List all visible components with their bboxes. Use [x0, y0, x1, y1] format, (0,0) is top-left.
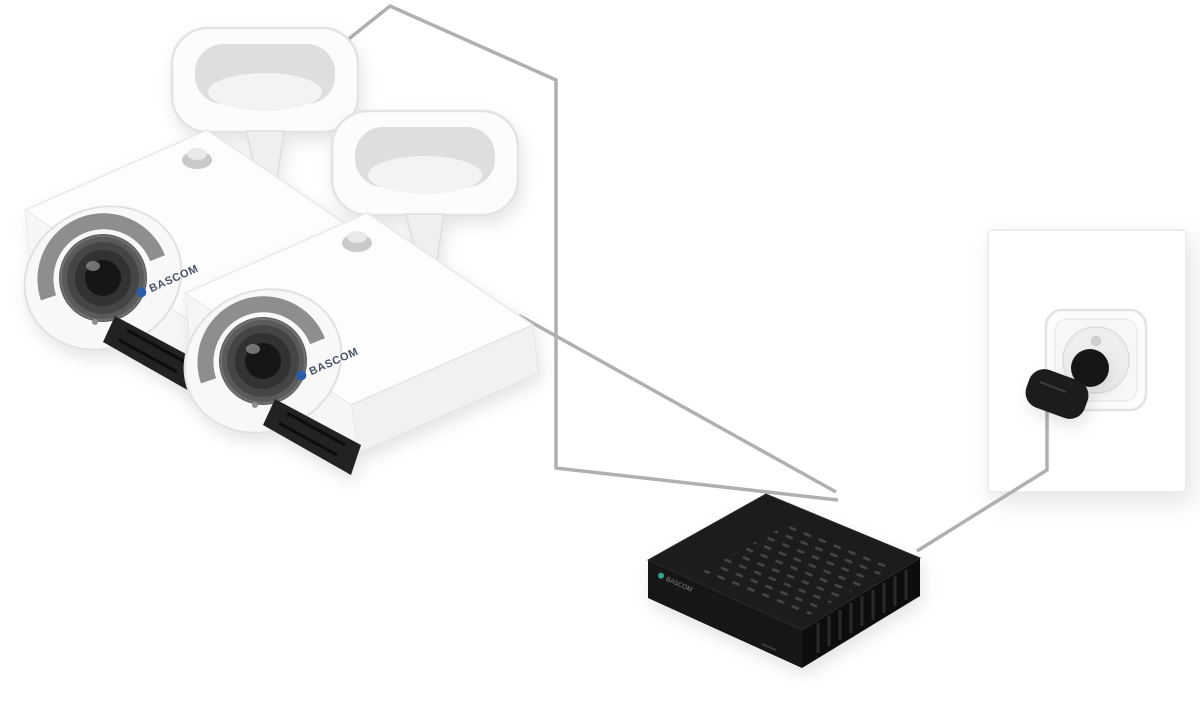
power-plug	[1025, 349, 1109, 419]
plug-highlight	[1039, 381, 1067, 393]
nvr-front-indicator	[761, 643, 777, 651]
socket-earth-pin	[1091, 336, 1101, 346]
cable-nvr-to-outlet	[916, 404, 1049, 553]
nvr-side-vents	[816, 570, 908, 653]
cable-camera1-to-nvr	[298, 3, 839, 502]
nvr-vent-holes	[700, 521, 897, 617]
nvr-logo-icon	[658, 572, 665, 579]
nvr-front-face	[648, 560, 802, 668]
nvr-recorder: BASCOM	[646, 493, 922, 668]
